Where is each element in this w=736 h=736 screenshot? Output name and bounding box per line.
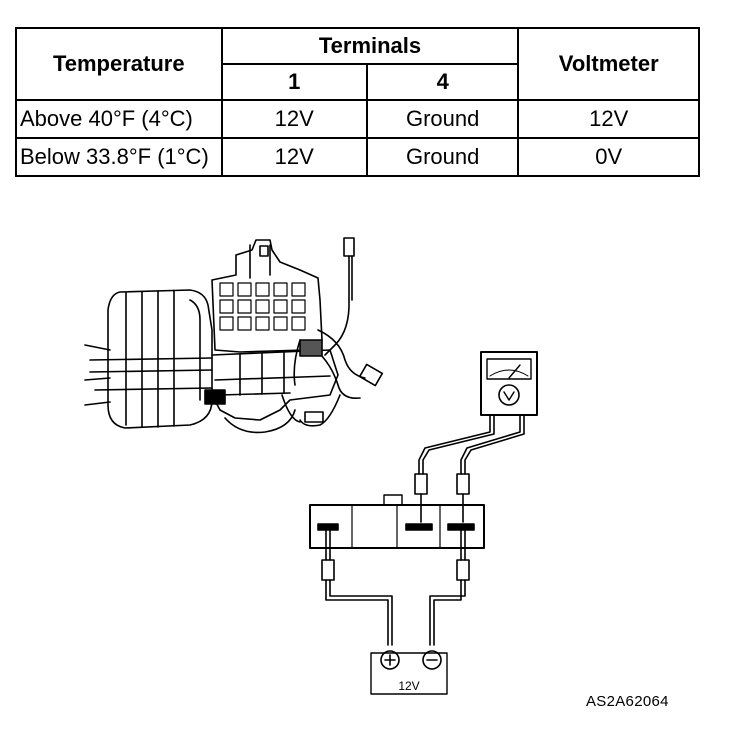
table-row: Above 40°F (4°C) 12V Ground 12V bbox=[15, 99, 700, 139]
heater-unit-illustration bbox=[84, 237, 384, 434]
header-terminal-4: 4 bbox=[365, 63, 520, 101]
header-terminal-1: 1 bbox=[220, 63, 368, 101]
cell-terminal-1: 12V bbox=[220, 99, 368, 139]
table-row: Below 33.8°F (1°C) 12V Ground 0V bbox=[15, 137, 700, 177]
cell-terminal-4: Ground bbox=[365, 99, 520, 139]
cell-voltmeter: 12V bbox=[517, 99, 700, 139]
cell-terminal-1: 12V bbox=[220, 137, 368, 177]
battery bbox=[370, 650, 448, 695]
header-terminals: Terminals bbox=[220, 27, 520, 65]
cell-temperature: Above 40°F (4°C) bbox=[15, 99, 223, 139]
temperature-terminal-table: Temperature Terminals Voltmeter 1 4 Abov… bbox=[15, 27, 700, 177]
cell-terminal-4: Ground bbox=[365, 137, 520, 177]
table-subheader-row: 1 4 bbox=[16, 63, 699, 101]
cell-voltmeter: 0V bbox=[517, 137, 700, 177]
cell-temperature: Below 33.8°F (1°C) bbox=[15, 137, 223, 177]
voltmeter bbox=[480, 351, 538, 416]
header-voltmeter: Voltmeter bbox=[517, 27, 700, 101]
battery-voltage-label: 12V bbox=[398, 679, 419, 693]
voltmeter-leads bbox=[414, 414, 525, 523]
battery-leads bbox=[321, 529, 470, 646]
thermo-switch-connector bbox=[309, 494, 485, 549]
header-temperature: Temperature bbox=[15, 27, 223, 101]
table-header-row: Temperature Terminals Voltmeter bbox=[15, 27, 700, 101]
figure-code: AS2A62064 bbox=[586, 693, 669, 710]
